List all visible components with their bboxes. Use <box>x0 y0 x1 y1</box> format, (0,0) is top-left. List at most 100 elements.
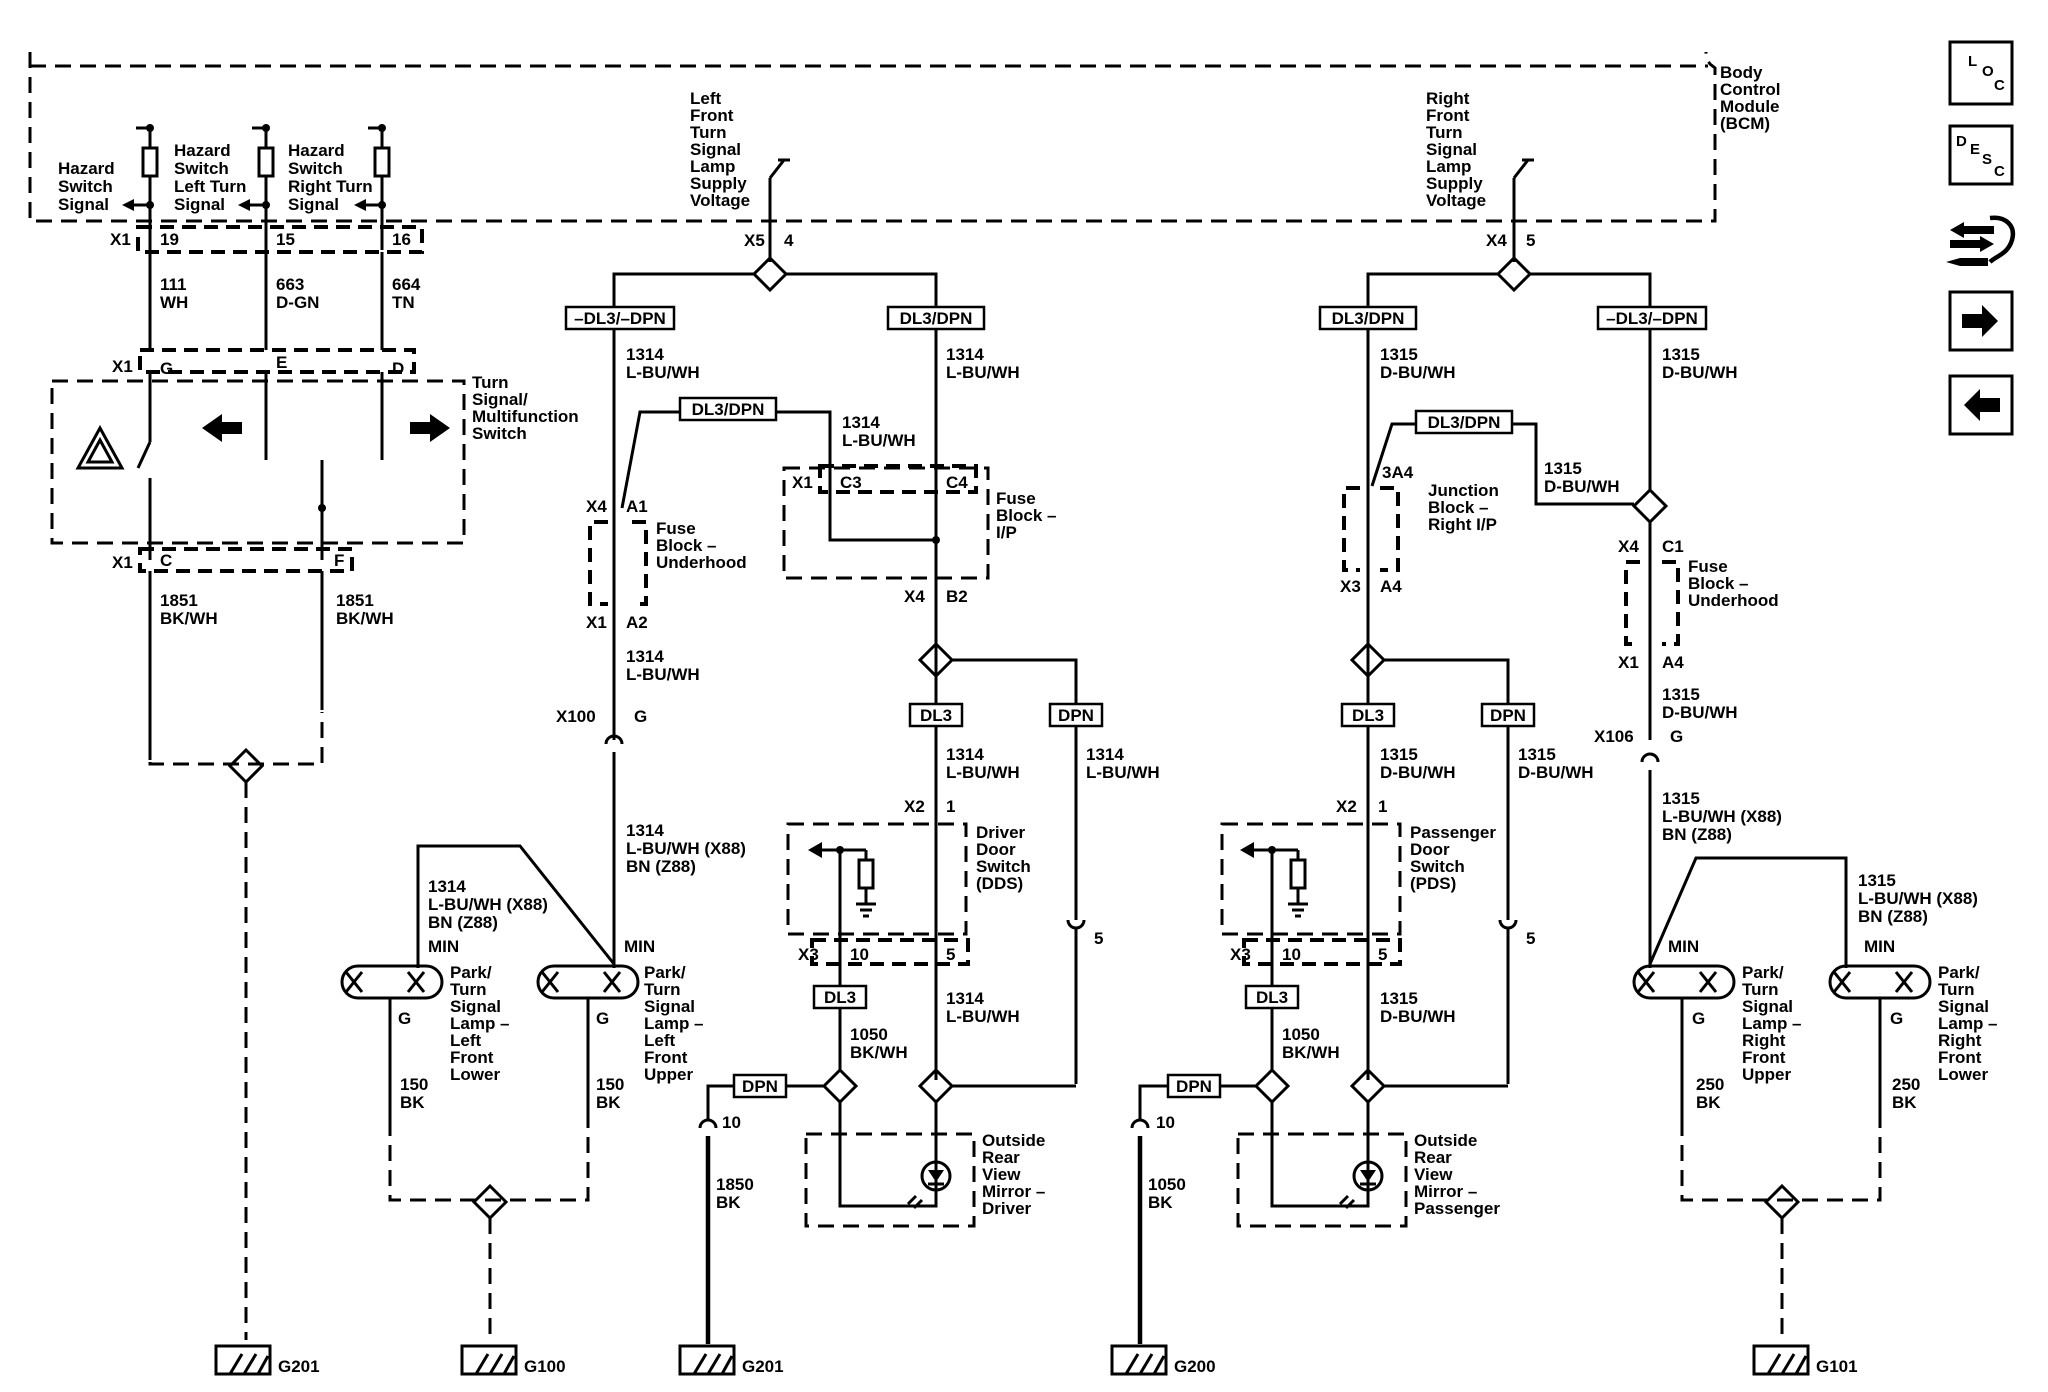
svg-text:DL3/DPN: DL3/DPN <box>1428 413 1501 432</box>
connector-x3-dds: X3 <box>798 945 819 964</box>
right-front-supply-label: Right Front Turn Signal Lamp Supply Volt… <box>1426 89 1487 210</box>
option-tag-dl3-dpn-jumper-left: DL3/DPN <box>678 396 778 422</box>
svg-text:–DL3/–DPN: –DL3/–DPN <box>574 309 666 328</box>
svg-text:5: 5 <box>946 945 955 964</box>
svg-text:DPN: DPN <box>1176 1077 1212 1096</box>
svg-text:MIN: MIN <box>428 937 459 956</box>
arrow-left-icon <box>1964 389 2000 421</box>
lamp-bulb-icon <box>1832 971 1914 993</box>
connector-view-icon[interactable] <box>1946 215 2016 266</box>
svg-text:G201: G201 <box>278 1357 320 1376</box>
svg-text:5: 5 <box>1094 929 1103 948</box>
option-tag-dpn-left: DPN <box>1048 702 1104 728</box>
connector-x4-bcm: X4 <box>1486 231 1507 250</box>
lamp-right-front-lower: MIN G Park/ Turn Signal Lamp – Right Fro… <box>1828 937 2002 1120</box>
svg-text:DL3: DL3 <box>824 988 856 1007</box>
pin-19: 19 <box>160 230 179 249</box>
option-tag-dl3-ground-left: DL3 <box>812 984 868 1010</box>
hazard-right-turn-label: Hazard Switch Right Turn Signal <box>288 141 377 214</box>
led-icon <box>906 1160 952 1210</box>
svg-text:O: O <box>1982 63 1994 80</box>
option-tag-dl3-ground-right: DL3 <box>1244 984 1300 1010</box>
svg-text:G100: G100 <box>524 1357 566 1376</box>
connector-x4-b2: X4 <box>904 587 925 606</box>
svg-text:G200: G200 <box>1174 1357 1216 1376</box>
circuit-1315-x88-lower: 1315 L-BU/WH (X88) BN (Z88) <box>1858 871 1983 926</box>
bcm-module: Body Control Module (BCM) <box>28 52 1785 223</box>
connector-x3-pds: X3 <box>1230 945 1251 964</box>
svg-text:MIN: MIN <box>1668 937 1699 956</box>
connector-x1-bcm: X1 <box>110 230 131 249</box>
pin-16: 16 <box>392 230 411 249</box>
svg-text:DL3: DL3 <box>1256 988 1288 1007</box>
left-front-supply-label: Left Front Turn Signal Lamp Supply Volta… <box>690 89 751 210</box>
pin-g-x100: G <box>634 707 647 726</box>
lamp-rf-lower-label: Park/ Turn Signal Lamp – Right Front Low… <box>1938 963 2002 1084</box>
svg-text:DL3: DL3 <box>920 706 952 725</box>
lamp-bulb-icon <box>540 971 622 993</box>
turn-signal-multifunction-switch: X1 G E D Turn Signal/ Multifunction Swit… <box>50 348 583 573</box>
desc-button[interactable]: D E S C <box>1948 124 2014 186</box>
svg-text:D: D <box>1956 133 1967 150</box>
connector-x4-fuse-left: X4 <box>586 497 607 516</box>
circuit-1314-x88-lower: 1314 L-BU/WH (X88) BN (Z88) <box>428 877 553 932</box>
ground-symbol-icon <box>856 902 876 918</box>
pin-15: 15 <box>276 230 295 249</box>
fuse-block-underhood-right: Fuse Block – Underhood <box>1688 557 1779 610</box>
ground-g201-left: G201 <box>214 1344 320 1376</box>
circuit-1315-x88-right: 1315 L-BU/WH (X88) BN (Z88) <box>1662 789 1787 844</box>
lamp-left-front-upper: MIN G Park/ Turn Signal Lamp – Left Fron… <box>536 937 704 1120</box>
svg-text:DL3/DPN: DL3/DPN <box>900 309 973 328</box>
pin-g-switch: G <box>160 359 173 378</box>
dds-label: Driver Door Switch (DDS) <box>976 823 1036 893</box>
svg-text:MIN: MIN <box>624 937 655 956</box>
lamp-bulb-icon <box>1636 971 1718 993</box>
lamp-lf-lower-label: Park/ Turn Signal Lamp – Left Front Lowe… <box>450 963 514 1084</box>
bcm-label: Body Control Module (BCM) <box>1720 63 1785 133</box>
svg-text:10: 10 <box>850 945 869 964</box>
option-tag-dl3-left: DL3 <box>908 702 964 728</box>
pin-4: 4 <box>784 231 794 250</box>
connector-x1-fuse-left: X1 <box>586 613 607 632</box>
pin-c4: C4 <box>946 473 968 492</box>
svg-text:DL3/DPN: DL3/DPN <box>692 400 765 419</box>
connector-x1-switch-bottom: X1 <box>112 553 133 572</box>
next-page-button[interactable] <box>1948 290 2014 352</box>
connector-x2-dds: X2 <box>904 797 925 816</box>
arrow-right-icon <box>1962 305 1998 337</box>
loc-button[interactable]: L O C <box>1948 40 2014 106</box>
connector-x1-ip: X1 <box>792 473 813 492</box>
previous-page-button[interactable] <box>1948 374 2014 436</box>
turn-switch-label: Turn Signal/ Multifunction Switch <box>472 373 583 443</box>
svg-text:G: G <box>596 1009 609 1028</box>
svg-text:10: 10 <box>1156 1113 1175 1132</box>
connector-x100: X100 <box>556 707 596 726</box>
right-front-supply: Right Front Turn Signal Lamp Supply Volt… <box>1318 89 1983 1080</box>
pin-e: E <box>276 353 287 372</box>
hazard-triangle-icon <box>75 424 125 470</box>
option-tag-dl3-dpn-left: DL3/DPN <box>886 305 986 331</box>
pin-a1: A1 <box>626 497 648 516</box>
hazard-switch-signal-label: Hazard Switch Signal <box>58 159 119 214</box>
svg-text:G: G <box>1890 1009 1903 1028</box>
pin-c3: C3 <box>840 473 862 492</box>
bcm-hazard-inputs: Hazard Switch Signal Hazard Switch Left … <box>58 124 391 250</box>
pin-d: D <box>392 359 404 378</box>
connector-x4-fuse-right: X4 <box>1618 537 1639 556</box>
svg-text:G: G <box>398 1009 411 1028</box>
pin-c: C <box>160 551 172 570</box>
svg-text:DPN: DPN <box>1490 706 1526 725</box>
svg-text:MIN: MIN <box>1864 937 1895 956</box>
svg-text:DL3/DPN: DL3/DPN <box>1332 309 1405 328</box>
left-front-supply: Left Front Turn Signal Lamp Supply Volta… <box>416 89 1056 1080</box>
connector-x5: X5 <box>744 231 765 250</box>
